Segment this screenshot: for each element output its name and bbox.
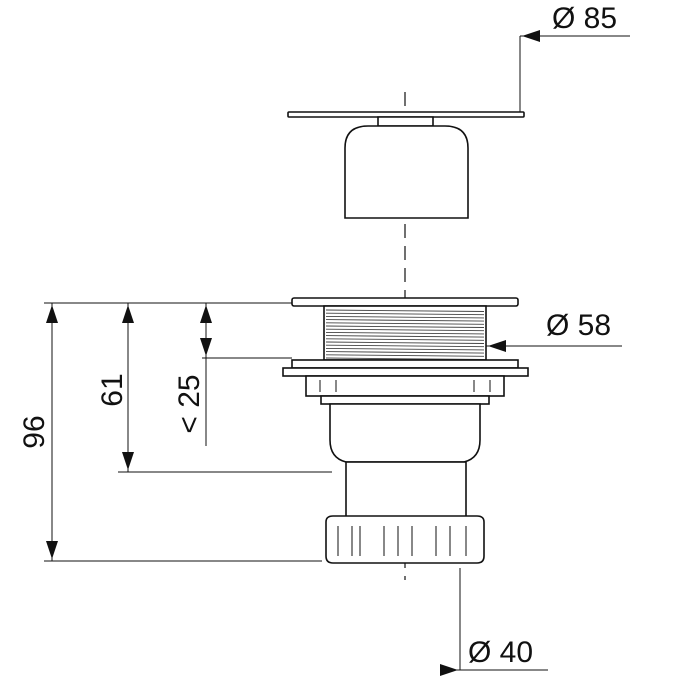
dimension-total-height: 96 — [18, 303, 58, 561]
body-collar — [320, 395, 490, 405]
top-diameter-label: Ø 85 — [552, 2, 617, 35]
cap-assembly — [287, 111, 525, 219]
flange-assembly — [282, 359, 529, 405]
dimension-top-diameter: Ø 85 — [519, 2, 630, 112]
flange-washer — [291, 359, 519, 369]
thread-line — [325, 344, 485, 348]
thread-lines — [325, 309, 485, 360]
body-height-label: 61 — [96, 373, 129, 406]
thread-line — [325, 331, 485, 335]
outlet-diameter-label: Ø 40 — [468, 636, 533, 669]
thread-line — [325, 309, 485, 312]
body-bowl — [329, 403, 481, 463]
strainer-assembly — [291, 297, 519, 361]
dimension-max-thickness: < 25 — [173, 303, 212, 446]
thread-line — [325, 319, 485, 322]
thread-line — [325, 312, 485, 316]
strainer-rim — [291, 297, 519, 307]
flange-base — [282, 367, 529, 377]
plug-body — [344, 125, 469, 219]
thread-line — [325, 341, 485, 344]
thread-line — [325, 328, 485, 332]
dimension-body-height: 61 — [96, 303, 134, 472]
flange-diameter-label: Ø 58 — [546, 309, 611, 342]
outlet-nut — [325, 515, 485, 564]
thread-line — [325, 338, 485, 341]
total-height-label: 96 — [18, 415, 51, 448]
thread-line — [325, 315, 485, 319]
thread-line — [325, 325, 485, 328]
thread-line — [325, 322, 485, 325]
thread-line — [325, 354, 485, 357]
dimension-flange-diameter: Ø 58 — [486, 309, 622, 352]
body-tail — [345, 461, 467, 519]
thread-line — [325, 347, 485, 351]
dimension-outlet-diameter: Ø 40 — [440, 568, 548, 676]
max-thickness-label: < 25 — [173, 374, 206, 433]
thread-line — [325, 335, 485, 338]
drain-body — [325, 403, 485, 564]
thread-line — [325, 351, 485, 354]
cap-stem — [377, 116, 434, 127]
